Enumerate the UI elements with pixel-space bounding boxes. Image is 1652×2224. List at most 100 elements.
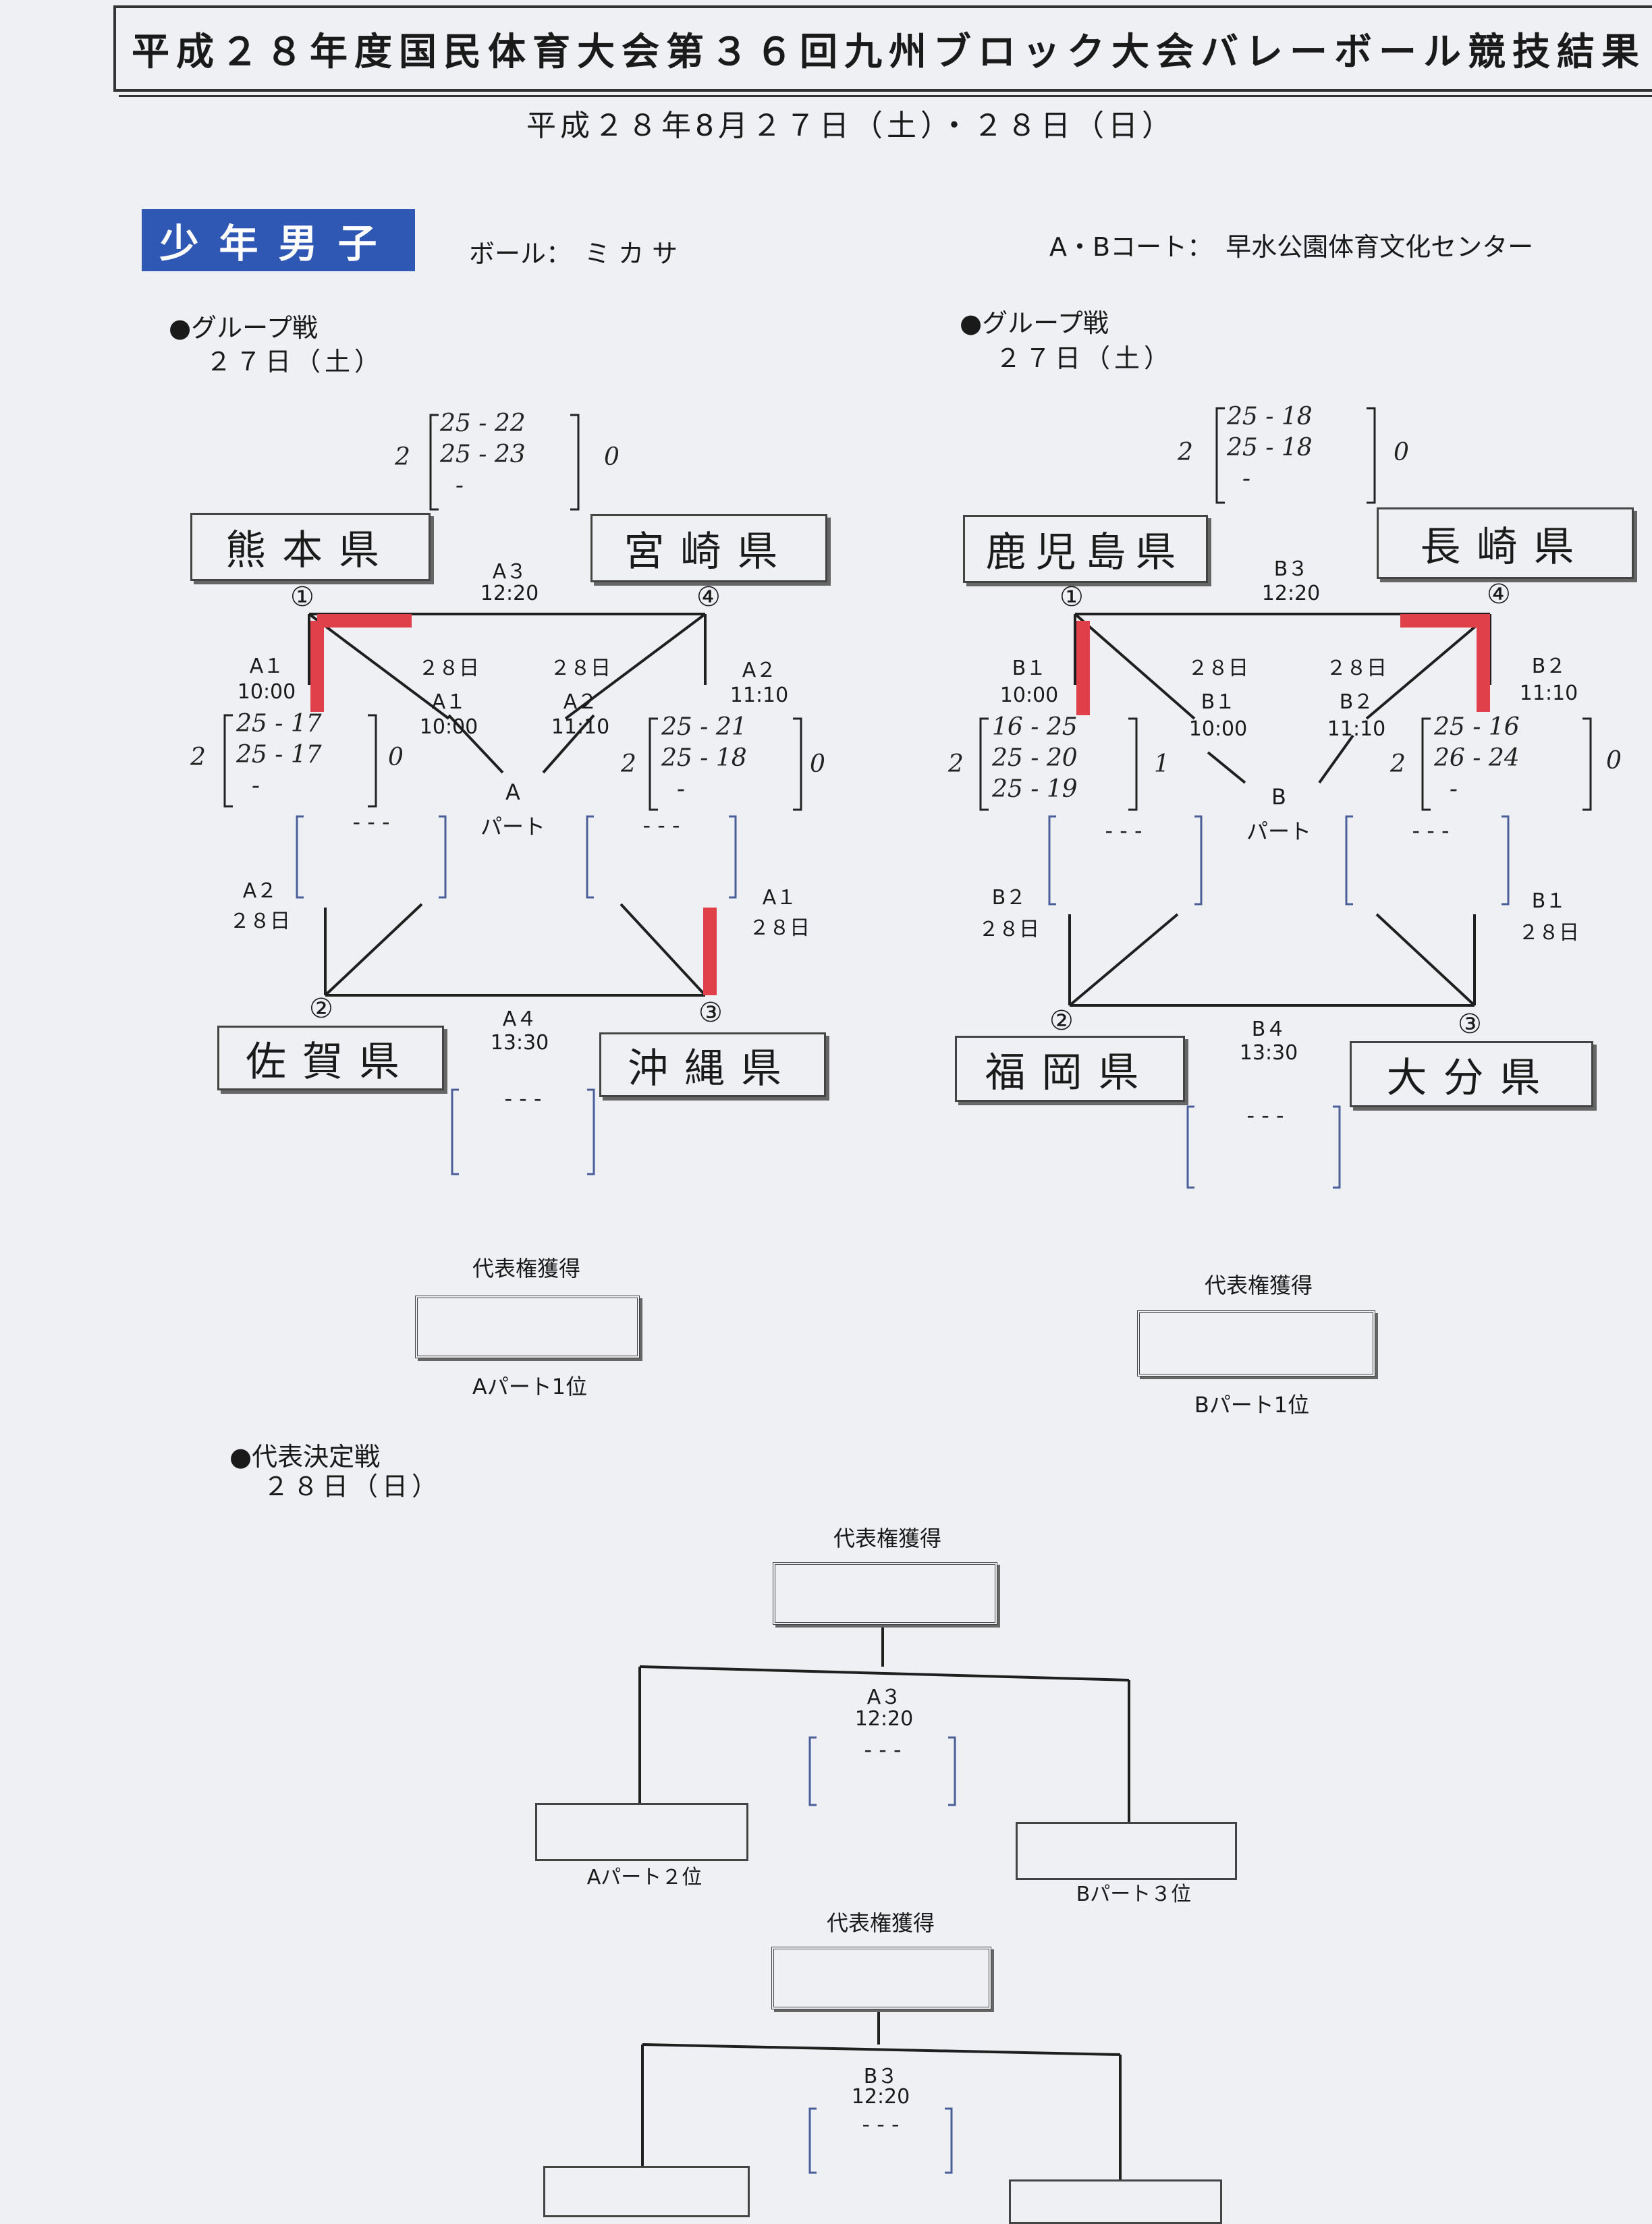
match-code: B２ xyxy=(1531,655,1566,678)
team-kagoshima: 鹿児島県 xyxy=(963,515,1208,583)
final-day: ２８日（日） xyxy=(263,1472,442,1501)
match-time: 13:30 xyxy=(1239,1041,1298,1065)
match-code: A１ xyxy=(249,655,284,678)
rep-box-a xyxy=(415,1296,640,1358)
rep-box-b xyxy=(1137,1310,1375,1377)
rep-label-b: 代表権獲得 xyxy=(1204,1273,1313,1298)
score-sets-right: 0 xyxy=(1606,747,1622,775)
match-code: B３ xyxy=(1273,557,1309,581)
part-label: B xyxy=(1271,784,1286,810)
score-sets-right: 0 xyxy=(810,750,825,778)
match-code: B３ xyxy=(863,2065,898,2088)
seed-3-a: ③ xyxy=(698,997,723,1028)
match-time: 12:20 xyxy=(854,1707,914,1731)
team-miyazaki: 宮崎県 xyxy=(590,514,827,582)
match-day: ２８日 xyxy=(550,657,611,680)
rep-sub-a: Aパート1位 xyxy=(472,1374,588,1399)
team-kumamoto: 熊本県 xyxy=(190,513,431,581)
slot-a-part-2 xyxy=(535,1803,748,1861)
rep-label-a: 代表権獲得 xyxy=(472,1256,580,1281)
slot-box xyxy=(1009,2179,1222,2224)
match-code: A３ xyxy=(866,1686,902,1709)
match-time: 12:20 xyxy=(851,2085,910,2109)
seed-4-a: ④ xyxy=(696,582,721,613)
match-code: A４ xyxy=(502,1007,537,1031)
division-badge: 少年男子 xyxy=(142,209,415,271)
match-time: 11:10 xyxy=(1519,682,1578,705)
final-rep-box xyxy=(773,1562,997,1625)
team-nagasaki: 長崎県 xyxy=(1377,507,1634,579)
match-time: 13:30 xyxy=(490,1031,549,1055)
match-code: A１ xyxy=(762,886,797,910)
score-lines: 16 - 25 25 - 20 25 - 19 xyxy=(992,713,1078,803)
empty-score: - - - xyxy=(352,809,390,835)
match-code: B４ xyxy=(1251,1018,1286,1041)
seed-1-b: ① xyxy=(1059,582,1084,613)
score-lines: 25 - 21 25 - 18 - xyxy=(661,713,747,803)
seed-1-a: ① xyxy=(290,582,314,613)
match-time: 10:00 xyxy=(999,684,1059,707)
team-okinawa: 沖縄県 xyxy=(599,1032,826,1097)
match-day: ２８日 xyxy=(749,916,810,940)
match-code: B２ xyxy=(1339,690,1374,714)
match-code: A３ xyxy=(492,560,527,584)
part-label: A xyxy=(505,779,520,805)
empty-score: - - - xyxy=(1105,818,1142,843)
empty-score: - - - xyxy=(862,2111,900,2137)
match-code: A２ xyxy=(563,690,598,714)
match-code: A２ xyxy=(742,659,777,682)
slot-b-part-3 xyxy=(1016,1822,1237,1880)
team-oita: 大分県 xyxy=(1350,1041,1593,1107)
slot-box xyxy=(543,2166,750,2217)
score-sets-left: 2 xyxy=(1390,750,1406,778)
match-time: 10:00 xyxy=(419,715,478,739)
final-rep-label: 代表権獲得 xyxy=(833,1526,941,1551)
document-title: 平成２８年度国民体育大会第３６回九州ブロック大会バレーボール競技結果 xyxy=(113,5,1652,92)
group-a-day: ２７日（土） xyxy=(206,347,385,377)
empty-score: - - - xyxy=(642,812,680,838)
match-code: A１ xyxy=(431,690,466,714)
slot-label: Bパート３位 xyxy=(1076,1883,1192,1906)
match-time: 10:00 xyxy=(237,680,296,704)
event-date: 平成２８年8月２７日（土）・２８日（日） xyxy=(526,109,1176,143)
match-day: ２８日 xyxy=(418,657,479,680)
final-rep-box-2 xyxy=(771,1947,991,2009)
part-label: パート xyxy=(1246,818,1311,844)
team-saga: 佐賀県 xyxy=(217,1026,444,1090)
slot-label: Aパート２位 xyxy=(586,1866,703,1889)
match-day: ２８日 xyxy=(1188,657,1248,680)
score-sets-right: 1 xyxy=(1154,750,1169,778)
score-lines: 25 - 16 26 - 24 - xyxy=(1434,713,1520,803)
score-sets-left: 2 xyxy=(948,750,964,778)
seed-2-b: ② xyxy=(1049,1005,1074,1036)
empty-score: - - - xyxy=(1246,1103,1284,1128)
score-lines: 25 - 18 25 - 18 - xyxy=(1227,403,1313,493)
group-b-day: ２７日（土） xyxy=(995,343,1174,373)
score-sets-right: 0 xyxy=(604,443,620,471)
seed-4-b: ④ xyxy=(1487,579,1511,610)
empty-score: - - - xyxy=(864,1737,902,1762)
part-label: パート xyxy=(480,814,545,839)
score-sets-left: 2 xyxy=(621,750,636,778)
match-day: ２８日 xyxy=(229,910,290,933)
seed-3-b: ③ xyxy=(1458,1009,1482,1040)
match-time: 11:10 xyxy=(1327,717,1386,741)
score-sets-left: 2 xyxy=(190,744,206,771)
group-a-heading: ●グループ戦 xyxy=(169,313,318,343)
team-fukuoka: 福岡県 xyxy=(955,1036,1185,1102)
score-lines: 25 - 17 25 - 17 - xyxy=(236,710,322,800)
match-time: 11:10 xyxy=(729,684,789,707)
match-time: 12:20 xyxy=(1261,582,1321,605)
ball-info: ボール： ミ カ サ xyxy=(469,239,678,269)
match-day: ２８日 xyxy=(979,918,1039,941)
seed-2-a: ② xyxy=(309,993,333,1024)
match-time: 10:00 xyxy=(1188,717,1248,741)
final-rep-label-2: 代表権獲得 xyxy=(826,1910,935,1936)
empty-score: - - - xyxy=(1412,818,1450,843)
court-info: A・Bコート： 早水公園体育文化センター xyxy=(1049,232,1534,262)
match-code: B１ xyxy=(1531,889,1566,913)
match-code: B１ xyxy=(1012,657,1047,680)
score-sets-right: 0 xyxy=(388,744,404,771)
match-time: 12:20 xyxy=(480,582,539,605)
